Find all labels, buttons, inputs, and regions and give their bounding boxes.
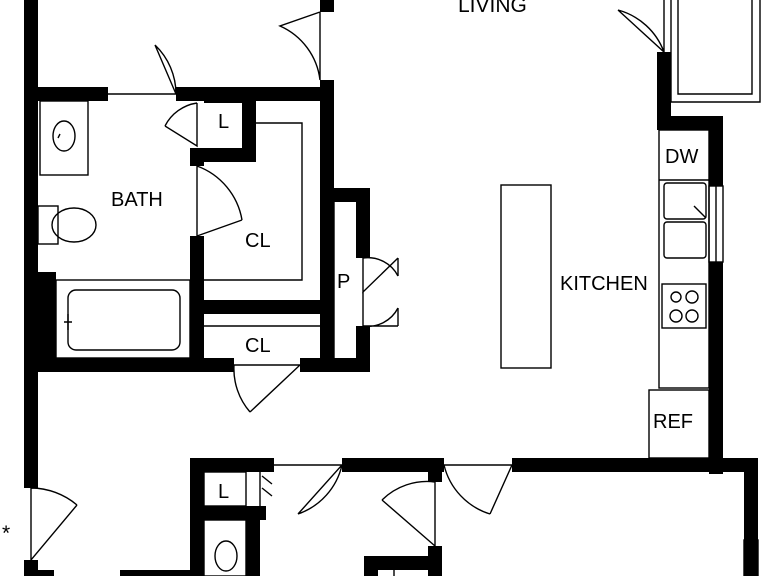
wall-linen-left-upper (190, 87, 204, 101)
door-closet-upper[interactable] (196, 165, 243, 237)
wall-kitchen-top (657, 116, 723, 130)
wall-bath-top-right (176, 87, 334, 101)
wall-linen-right (242, 101, 256, 162)
wall-bottom-left-stub (120, 570, 204, 576)
wall-living-vertical (320, 80, 334, 370)
toilet-bowl (51, 207, 97, 243)
kitchen-counter (658, 129, 710, 389)
wall-bath-bottom-left (24, 358, 234, 372)
stove-burner-4 (685, 309, 699, 323)
kitchen-sink-left (663, 182, 707, 220)
kitchen-island (500, 184, 552, 369)
wall-lower-mid-vertical-2 (428, 546, 442, 576)
wall-lower-right-vertical (744, 458, 758, 576)
wall-lower-room-top (364, 556, 428, 570)
lower-bath-vanity (203, 519, 247, 576)
fixtures (37, 0, 761, 576)
room-label-closet-upper: CL (245, 230, 271, 252)
room-label-dishwasher: DW (665, 146, 698, 168)
wall-left-exterior-upper (24, 0, 38, 488)
wall-bath-top-left (24, 87, 108, 101)
door-pantry-upper[interactable] (362, 256, 399, 294)
bath-vanity (39, 100, 89, 176)
wall-lower-horizontal-mid (342, 458, 444, 472)
kitchen-sink-right (663, 221, 707, 259)
door-lower-left[interactable] (274, 464, 344, 515)
bathtub-outer (55, 279, 191, 359)
room-label-closet-lower: CL (245, 335, 271, 357)
bath-sink (52, 120, 76, 152)
wall-kitchen-right-upper (657, 52, 671, 130)
door-linen-upper[interactable] (164, 102, 198, 148)
door-balcony[interactable] (617, 0, 665, 54)
room-label-linen-upper: L (218, 111, 229, 133)
room-label-linen-lower: L (218, 481, 229, 503)
closet-shelf (204, 122, 303, 281)
labels: LIVING BATH CL CL L L P KITCHEN DW REF * (2, 0, 698, 545)
wall-pantry-right-upper (356, 188, 370, 258)
balcony-outline (670, 0, 761, 103)
wall-lower-horizontal-right (512, 458, 758, 472)
wall-linen-bottom (190, 148, 256, 162)
door-closet-lower[interactable] (233, 364, 302, 413)
door-bath[interactable] (108, 44, 178, 95)
stove-burner-2 (685, 290, 699, 304)
lower-bath-sink (214, 540, 238, 572)
wall-closet-lower-top (190, 300, 334, 314)
wall-bottom-left-stub-2 (24, 570, 54, 576)
stove-burner-1 (670, 291, 682, 303)
wall-lower-linen-bottom (190, 506, 266, 520)
door-living-top[interactable] (278, 11, 321, 81)
wall-pantry-bottom (334, 358, 370, 372)
room-label-bath: BATH (111, 189, 163, 211)
room-label-kitchen: KITCHEN (560, 273, 648, 295)
wall-kitchen-right-mid (709, 262, 723, 474)
room-label-refrigerator: REF (653, 411, 693, 433)
bathtub-faucet (64, 314, 72, 330)
door-pantry-lower[interactable] (362, 292, 399, 328)
refrigerator-box (648, 389, 710, 459)
wall-bath-bottom-right (300, 358, 334, 372)
balcony-inner (677, 0, 753, 95)
walls (24, 0, 758, 576)
wall-kitchen-right (709, 116, 723, 186)
doors (30, 0, 665, 562)
stove (661, 283, 707, 329)
stove-burner-3 (669, 309, 683, 323)
wall-lower-room-left (364, 556, 378, 576)
kitchen-faucet (693, 205, 707, 219)
wall-lower-bath-right (246, 520, 260, 576)
toilet-tank (37, 205, 59, 245)
door-lower-mid[interactable] (381, 480, 436, 548)
wall-tub-block (38, 272, 56, 358)
bath-sink-drain (57, 133, 61, 139)
lower-linen-shelf (203, 471, 247, 507)
bathtub-inner (67, 289, 181, 351)
door-exterior[interactable] (30, 487, 78, 562)
wall-lower-mid-vertical (428, 458, 442, 482)
room-label-pantry: P (337, 271, 350, 293)
wall-living-vertical-upper (320, 0, 334, 12)
entry-marker: * (2, 522, 10, 545)
room-label-living: LIVING (458, 0, 527, 17)
wall-lower-linen-right (246, 458, 260, 472)
wall-linen-top (204, 99, 256, 103)
door-lower-right[interactable] (443, 464, 514, 515)
lower-linen-door-lines (259, 472, 273, 506)
